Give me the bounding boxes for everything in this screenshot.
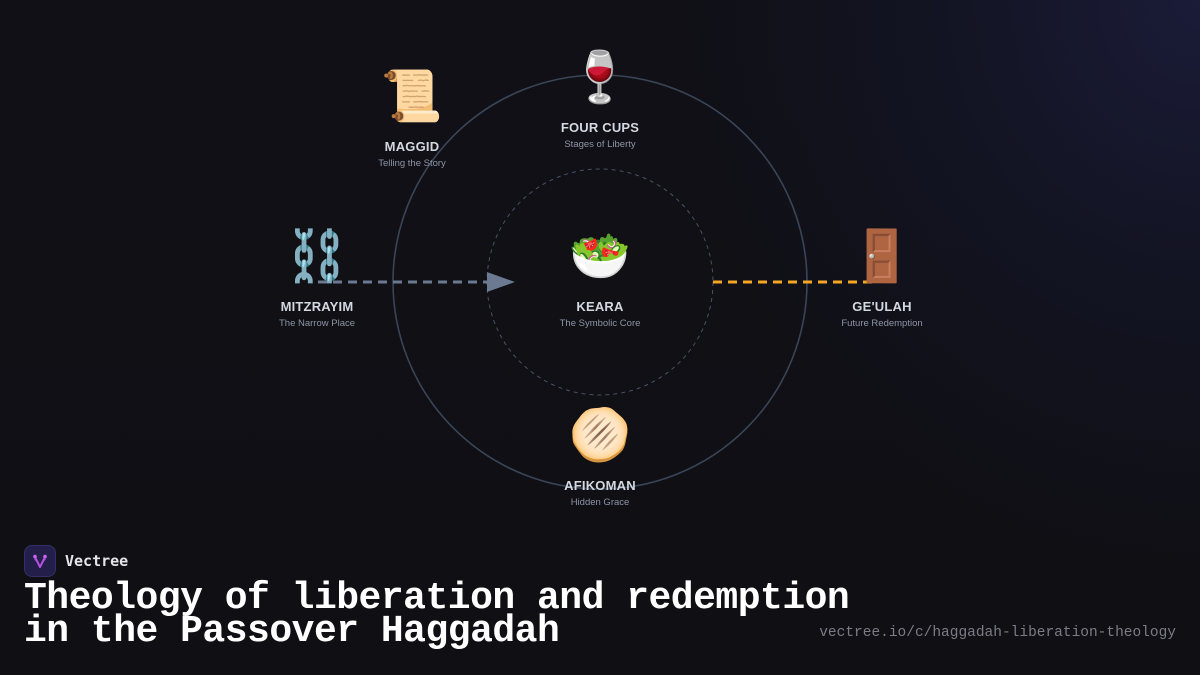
wine-glass-icon: 🍷 [568,48,632,106]
title-line-2: in the Passover Haggadah [24,610,560,653]
salad-bowl-icon: 🥗 [568,227,632,285]
door-icon: 🚪 [850,227,914,285]
node-mitzrayim[interactable]: ⛓️ MITZRAYIM The Narrow Place [237,227,397,330]
brand[interactable]: Vectree [24,544,128,578]
node-keara[interactable]: 🥗 KEARA The Symbolic Core [520,227,680,330]
arrowhead-icon [487,272,515,292]
source-url-link[interactable]: vectree.io/c/haggadah-liberation-theolog… [819,625,1176,641]
node-title: MAGGID [384,139,440,154]
node-subtitle: The Narrow Place [278,318,356,329]
title-line-1: Theology of liberation and redemption [24,577,850,620]
node-subtitle: Telling the Story [378,158,446,169]
node-title: FOUR CUPS [560,120,640,135]
scroll-icon: 📜 [380,67,444,125]
node-four-cups[interactable]: 🍷 FOUR CUPS Stages of Liberty [520,48,680,151]
node-maggid[interactable]: 📜 MAGGID Telling the Story [332,67,492,170]
node-title: MITZRAYIM [280,299,354,314]
chains-icon: ⛓️ [285,227,349,285]
brand-name: Vectree [65,552,129,570]
node-title: GE'ULAH [852,299,912,314]
node-title: AFIKOMAN [564,478,636,493]
node-subtitle: Stages of Liberty [564,139,636,150]
node-subtitle: Hidden Grace [570,497,630,508]
node-title: KEARA [576,299,624,314]
vectree-logo-icon [24,545,56,577]
node-subtitle: Future Redemption [841,318,923,329]
node-geulah[interactable]: 🚪 GE'ULAH Future Redemption [802,227,962,330]
node-afikoman[interactable]: 🫓 AFIKOMAN Hidden Grace [520,406,680,509]
flatbread-icon: 🫓 [568,406,632,464]
page-title: Theology of liberation and redemption in… [24,577,850,653]
node-subtitle: The Symbolic Core [559,318,641,329]
